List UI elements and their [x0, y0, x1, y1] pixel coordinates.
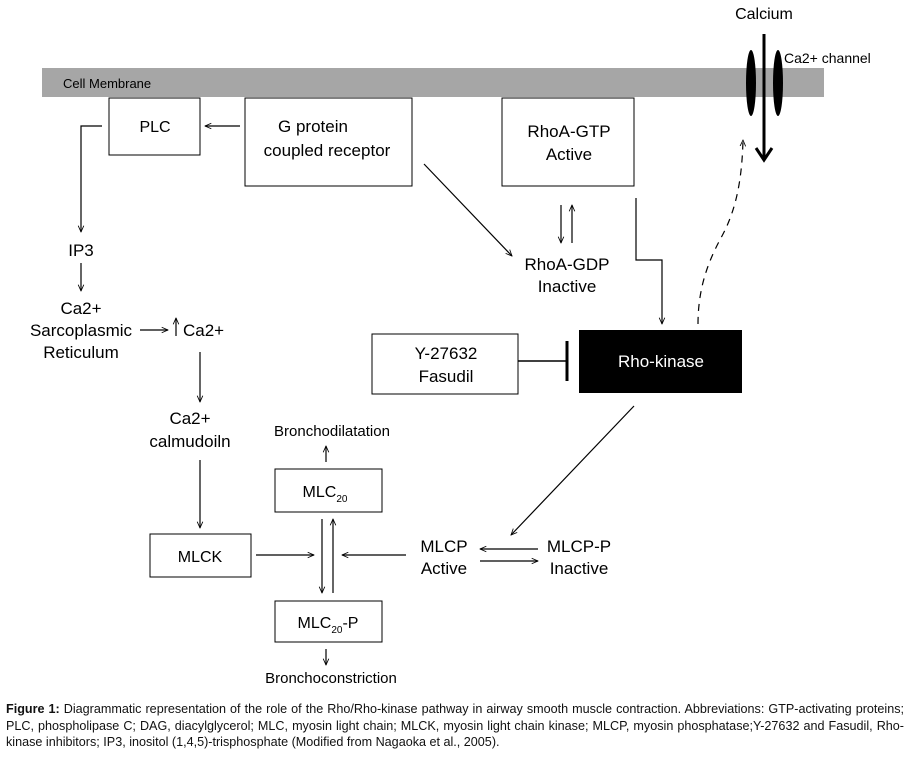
- sr-label-line2: Reticulum: [43, 343, 119, 362]
- mlck-label: MLCK: [178, 549, 223, 566]
- sr-label-line1: Sarcoplasmic: [30, 321, 133, 340]
- rho-kinase-box: [579, 330, 742, 393]
- bronchoconstriction-label: Bronchoconstriction: [265, 670, 397, 687]
- arrow-rho-kinase-to-mlcp: [511, 405, 635, 535]
- mlc20-box: [274, 468, 383, 513]
- dashed-arrow-rho-kinase-to-ca-channel: [697, 140, 743, 325]
- inhibitor-y27632: Y-27632: [415, 344, 478, 363]
- inhibitor-fasudil: Fasudil: [419, 367, 474, 386]
- pathway-diagram: Cell Membrane Calcium Ca2+ channel PLC G…: [30, 6, 871, 687]
- arrow-plc-to-ip3: [81, 125, 102, 232]
- rhoa-gtp-label: RhoA-GTP: [527, 122, 610, 141]
- gpcr-label-line1: G protein: [278, 117, 348, 136]
- ca-channel-label: Ca2+ channel: [784, 50, 871, 66]
- rho-kinase-label: Rho-kinase: [618, 352, 704, 371]
- arrow-rhoa-gtp-to-rho-kinase: [635, 198, 662, 324]
- ip3-label: IP3: [68, 241, 94, 260]
- ca-increase-label: Ca2+: [183, 321, 224, 340]
- cell-membrane: [42, 68, 824, 97]
- ca-channel-left-half: [746, 50, 756, 116]
- gpcr-box: [244, 97, 413, 187]
- cell-membrane-label: Cell Membrane: [63, 76, 151, 91]
- mlcp-label: MLCP: [420, 537, 467, 556]
- ca-calmodulin-ca: Ca2+: [169, 409, 210, 428]
- figure-caption-text: Diagrammatic representation of the role …: [6, 702, 904, 750]
- plc-label: PLC: [139, 119, 170, 136]
- mlc20-label: MLC20: [303, 484, 348, 505]
- mlcp-p-state: Inactive: [550, 559, 609, 578]
- rhoa-gdp-label: RhoA-GDP: [524, 255, 609, 274]
- arrow-gpcr-to-rhoa-gdp: [423, 163, 512, 256]
- calcium-influx-arrowhead: [754, 147, 774, 163]
- calcium-label: Calcium: [735, 6, 793, 23]
- bronchodilatation-label: Bronchodilatation: [274, 423, 390, 440]
- plc-box: [108, 97, 201, 156]
- ca-channel-right-half: [773, 50, 783, 116]
- mlcp-p-label: MLCP-P: [547, 537, 611, 556]
- gpcr-label-line2: coupled receptor: [264, 141, 391, 160]
- inhibitors-box: [371, 333, 519, 395]
- figure-caption-label: Figure 1:: [6, 702, 60, 716]
- mlc20p-box: [274, 600, 383, 643]
- mlc20p-label: MLC20-P: [298, 615, 359, 636]
- sr-ca-label: Ca2+: [60, 299, 101, 318]
- rhoa-gtp-box: [501, 97, 635, 187]
- mlcp-state: Active: [421, 559, 467, 578]
- ca-calmodulin-label: calmudoiln: [149, 432, 230, 451]
- rhoa-gtp-state: Active: [546, 145, 592, 164]
- mlck-box: [149, 533, 252, 578]
- rhoa-gdp-state: Inactive: [538, 277, 597, 296]
- figure-caption: Figure 1: Diagrammatic representation of…: [6, 701, 904, 751]
